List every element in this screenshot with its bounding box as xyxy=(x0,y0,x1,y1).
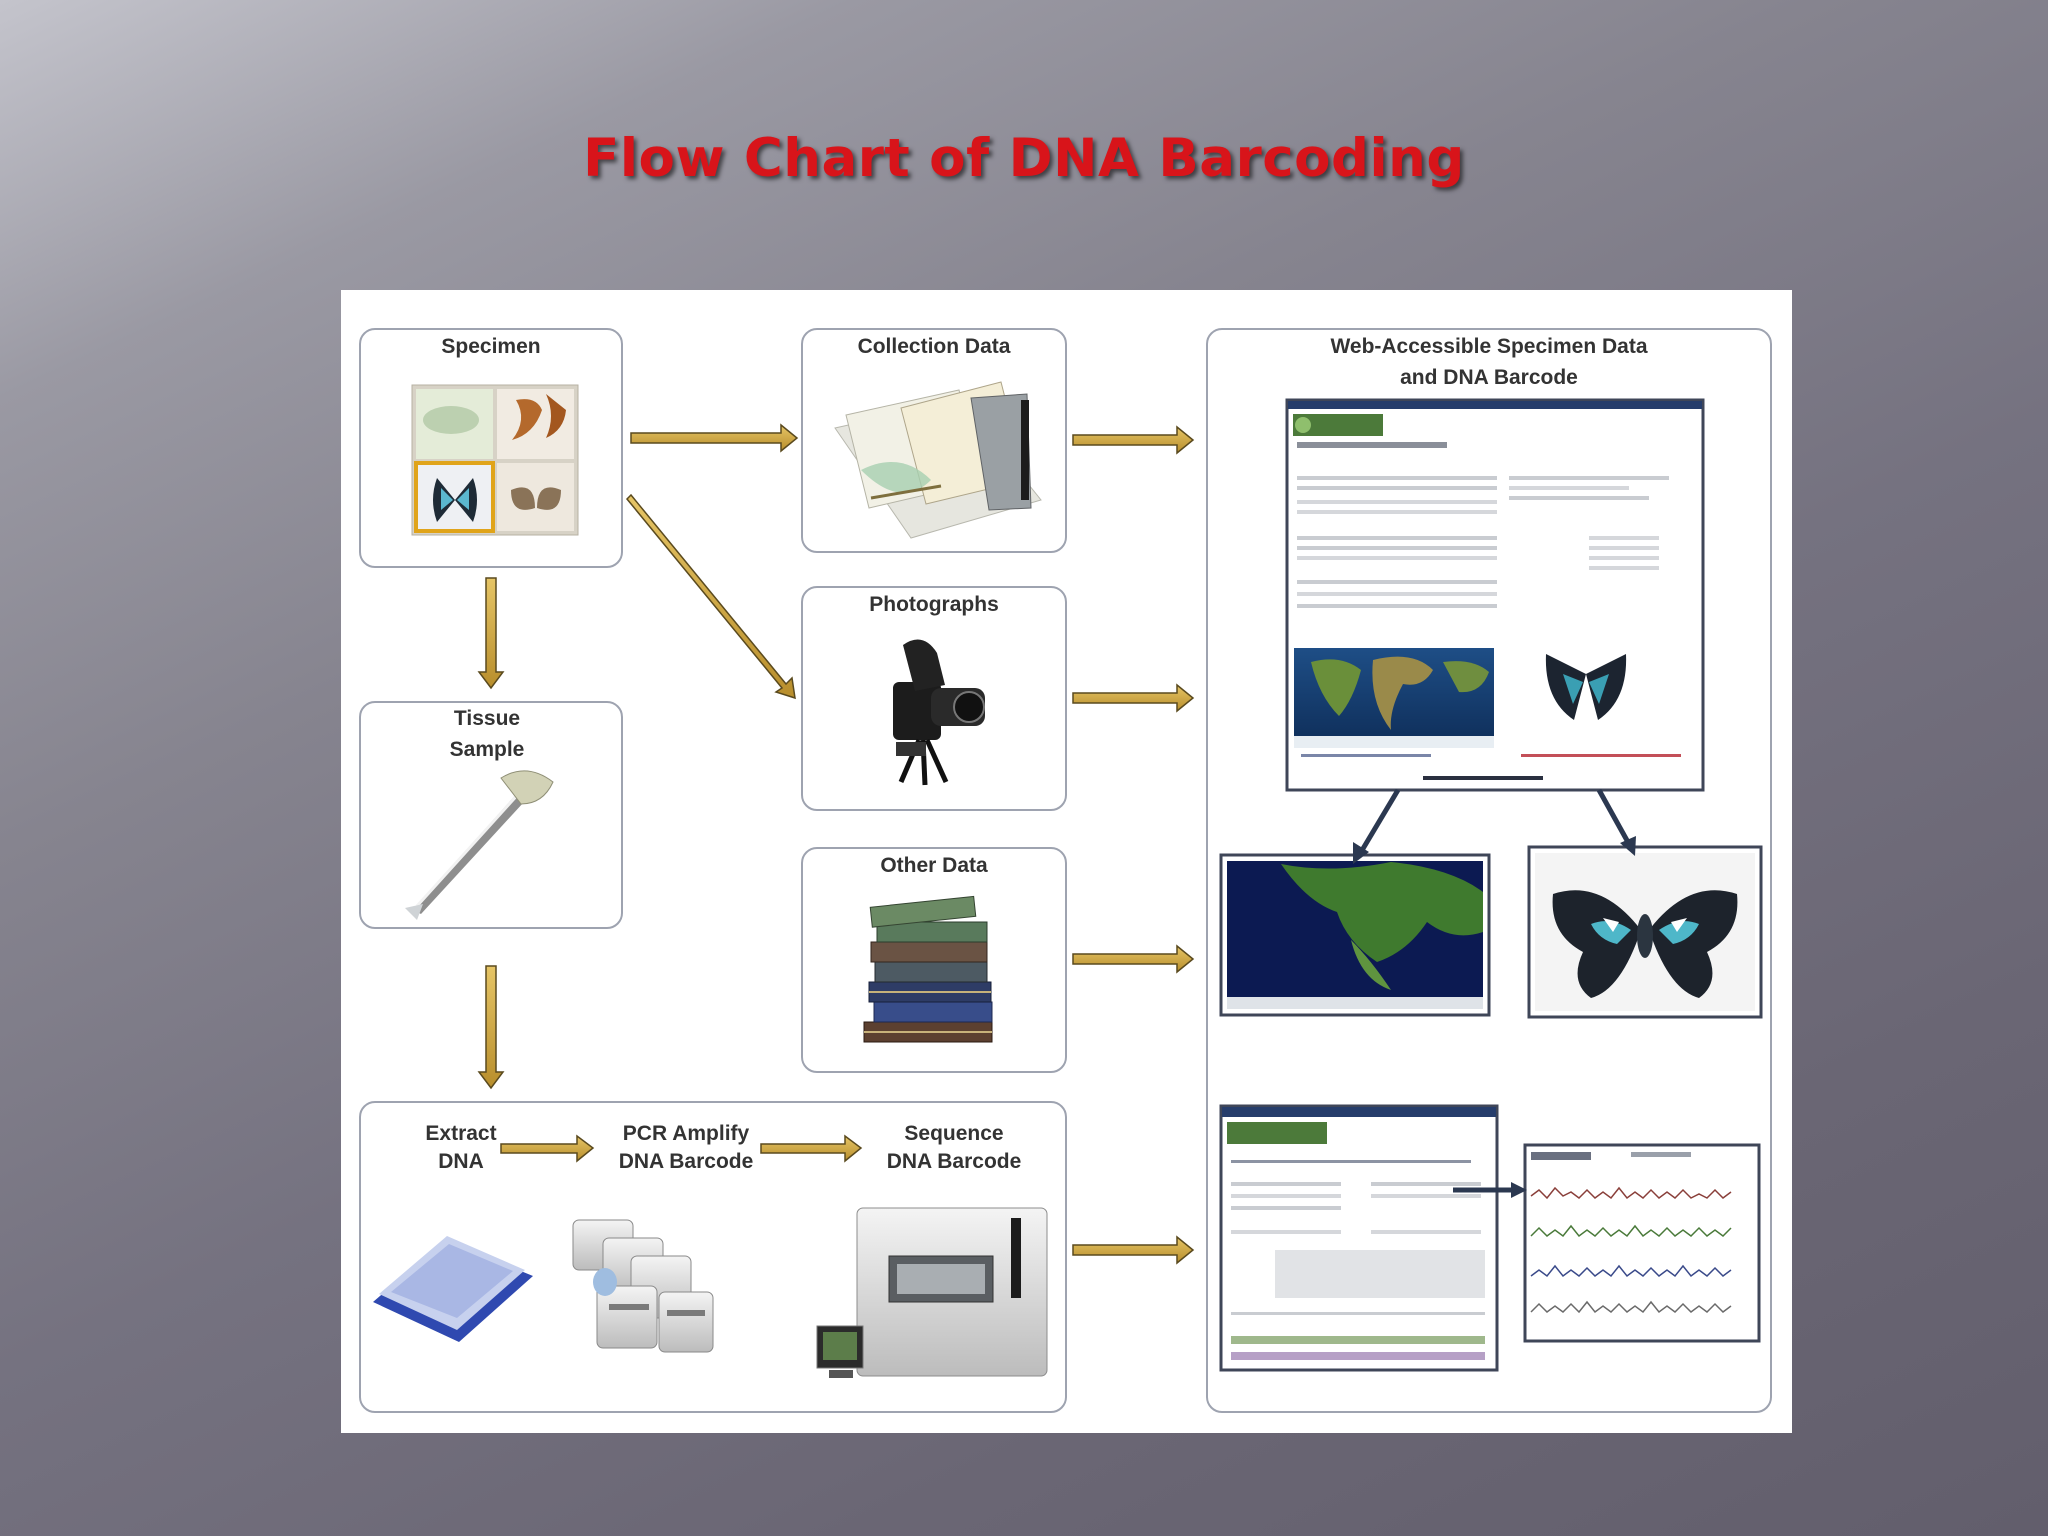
specimen-drawer-illustration xyxy=(412,385,578,535)
chromatogram-page xyxy=(1525,1145,1759,1341)
arrow-other-to-web xyxy=(1073,946,1193,972)
camera-illustration xyxy=(893,640,985,785)
butterfly-photo xyxy=(1529,847,1761,1017)
arrow-specimen-to-collection xyxy=(631,425,797,451)
arrow-specimen-to-photographs xyxy=(627,495,795,698)
thermocycler-illustration xyxy=(573,1220,713,1352)
forceps-illustration xyxy=(405,771,553,920)
slide-title: Flow Chart of DNA Barcoding xyxy=(0,128,2048,189)
books-illustration xyxy=(864,896,992,1042)
collection-papers-illustration xyxy=(835,382,1041,538)
barcode-record-page xyxy=(1221,1106,1497,1370)
arrow-photographs-to-web xyxy=(1073,685,1193,711)
arrow-web-to-map xyxy=(1353,790,1398,864)
arrow-pcr-to-sequence xyxy=(761,1136,861,1161)
arrow-sequence-to-web xyxy=(1073,1237,1193,1263)
arrow-collection-to-web xyxy=(1073,427,1193,453)
sequencer-illustration xyxy=(817,1208,1047,1378)
map-screenshot xyxy=(1221,855,1489,1015)
well-plate-illustration xyxy=(373,1236,533,1342)
arrow-specimen-to-tissue xyxy=(479,578,503,688)
arrow-tissue-to-extract xyxy=(479,966,503,1088)
web-specimen-page xyxy=(1287,400,1703,790)
flowchart-panel: Specimen Tissue Sample Collection Data P… xyxy=(341,290,1792,1433)
arrow-extract-to-pcr xyxy=(501,1136,593,1161)
flowchart-graphics xyxy=(341,290,1792,1433)
